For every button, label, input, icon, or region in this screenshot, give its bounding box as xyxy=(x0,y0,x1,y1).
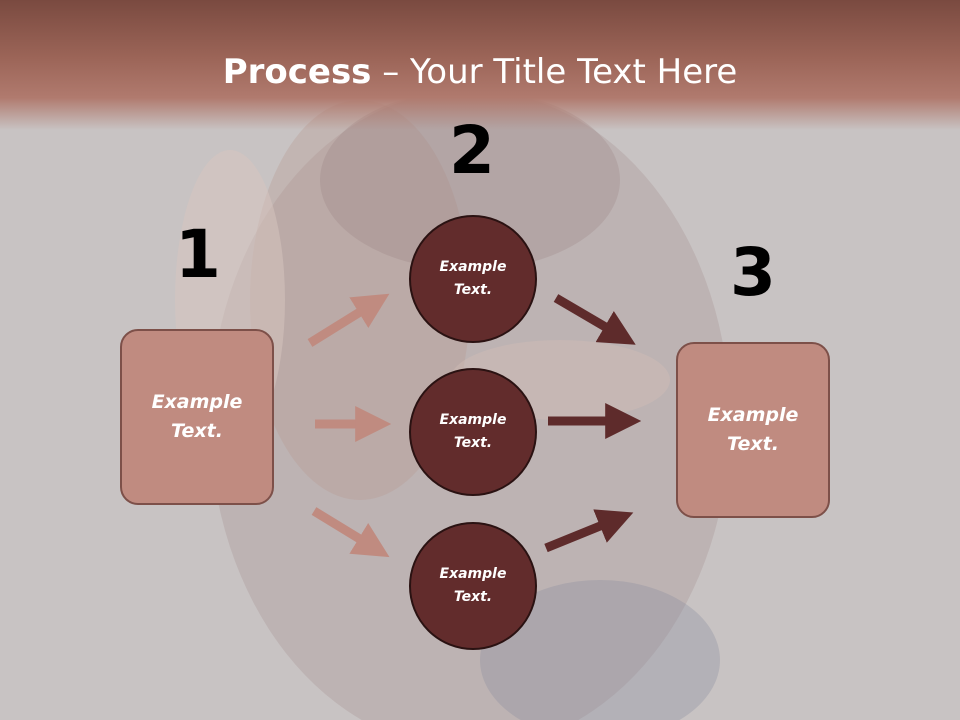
step-2-circle-middle: Example Text. xyxy=(409,368,537,496)
arrow-top-to-3 xyxy=(553,294,636,345)
step-1-box: Example Text. xyxy=(120,329,274,505)
arrow-1-to-bottom xyxy=(311,507,390,558)
step-number-2: 2 xyxy=(449,112,495,189)
page-title: Process – Your Title Text Here xyxy=(0,52,960,92)
title-bold: Process xyxy=(222,52,372,92)
step-3-text: Example Text. xyxy=(707,404,799,455)
step-2-circle-bottom: Example Text. xyxy=(409,522,537,650)
arrow-1-to-top xyxy=(307,293,390,347)
step-number-3: 3 xyxy=(730,234,776,311)
step-3-box: Example Text. xyxy=(676,342,830,518)
step-1-text: Example Text. xyxy=(151,391,243,442)
title-rest: – Your Title Text Here xyxy=(371,52,738,92)
circle-top-text: Example Text. xyxy=(439,259,507,298)
step-2-circle-top: Example Text. xyxy=(409,215,537,343)
step-number-1: 1 xyxy=(175,216,221,293)
circle-bottom-text: Example Text. xyxy=(439,566,507,605)
arrow-bottom-to-3 xyxy=(544,509,634,553)
title-bar xyxy=(0,0,960,130)
circle-middle-text: Example Text. xyxy=(439,412,507,451)
